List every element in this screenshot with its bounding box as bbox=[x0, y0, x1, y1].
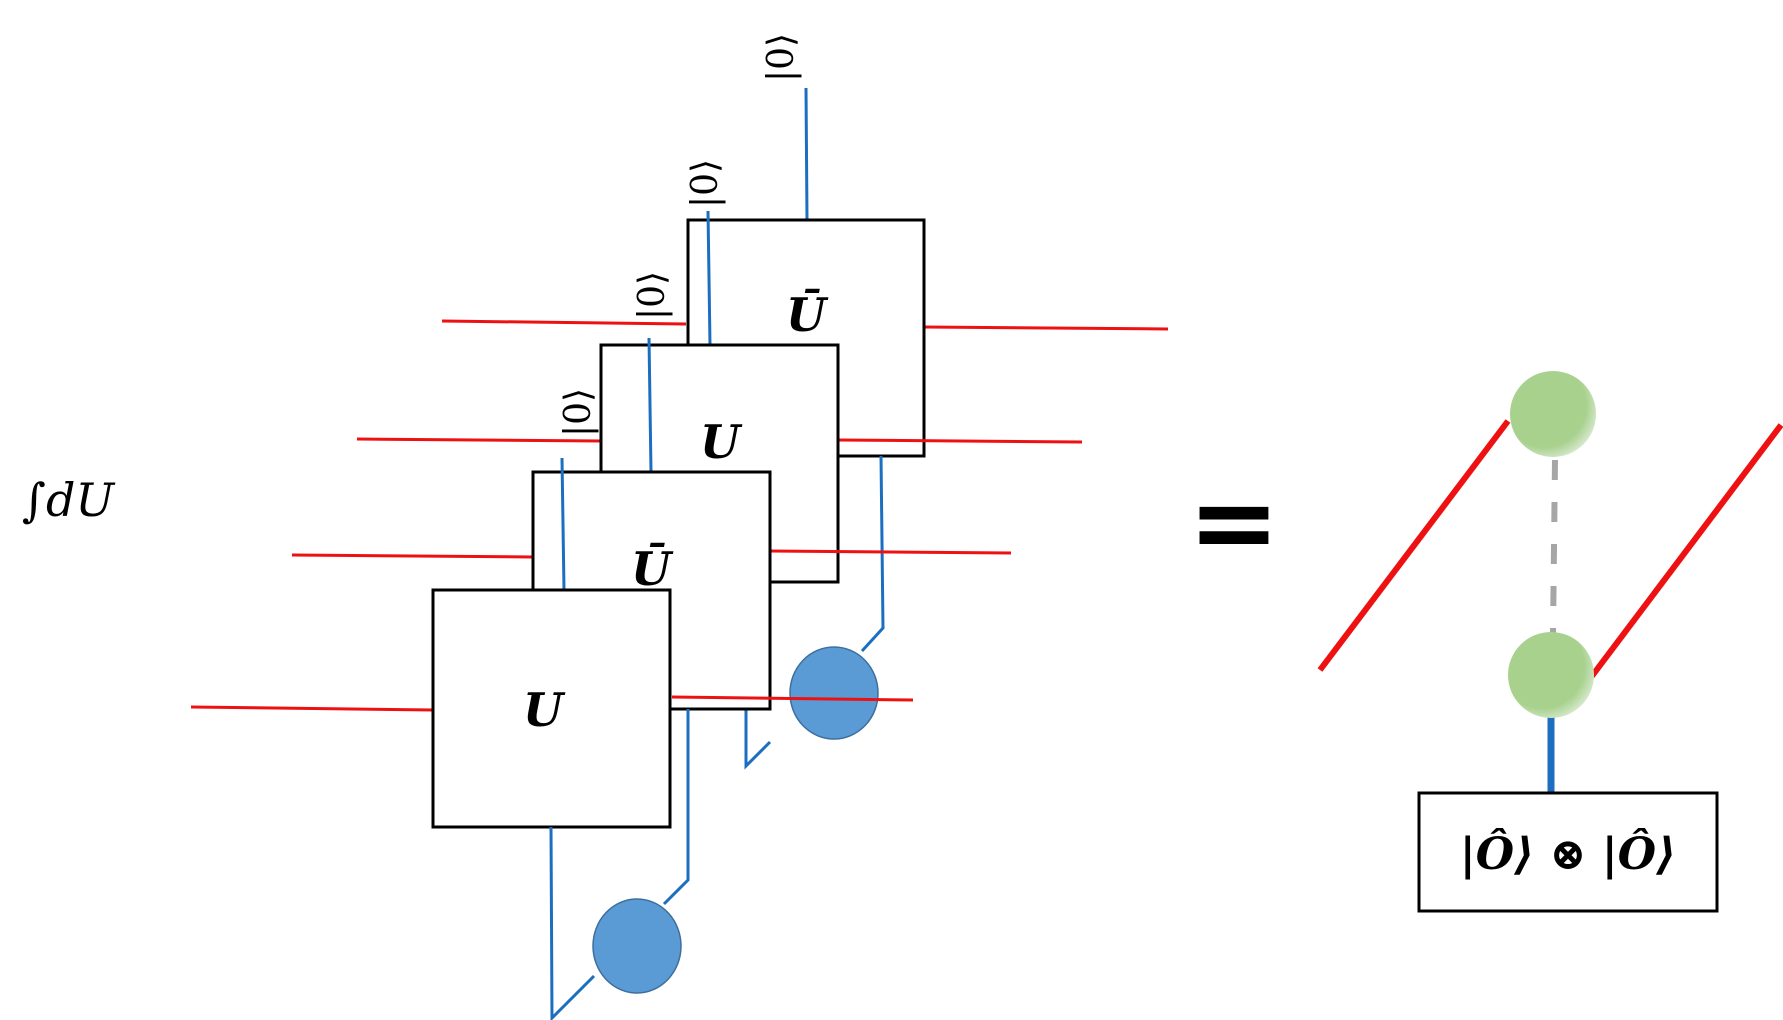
blue-wire-second-bottom bbox=[662, 709, 690, 906]
gate-box-front: U bbox=[190, 457, 672, 1020]
red-wire-third-right bbox=[837, 438, 1083, 444]
red-wire-second-right bbox=[769, 549, 1012, 555]
red-wire-third-left bbox=[356, 437, 602, 443]
red-wire-front-left bbox=[190, 705, 434, 712]
gate-third-label: U bbox=[700, 415, 743, 469]
green-node-top bbox=[1510, 371, 1596, 457]
gate-back-label: Ū bbox=[786, 288, 829, 342]
blue-wire-front-top bbox=[560, 457, 566, 591]
equals-sign: = bbox=[1188, 458, 1280, 586]
red-diagonal-left bbox=[1317, 419, 1511, 672]
result-box bbox=[1417, 791, 1719, 913]
ket-label-4: |0⟩ bbox=[558, 388, 599, 437]
gate-front-label: U bbox=[523, 683, 566, 737]
result-label: |Ô⟩ ⊗ |Ô⟩ bbox=[1460, 827, 1676, 880]
red-wire-second-left bbox=[291, 553, 534, 559]
blue-wire-back-bottom bbox=[860, 455, 885, 653]
dashed-connector bbox=[1550, 459, 1558, 635]
ket-label-3: |0⟩ bbox=[632, 271, 673, 320]
ket-label-2: |0⟩ bbox=[685, 159, 726, 208]
red-wire-back-left bbox=[441, 319, 687, 326]
gate-second-label: Ū bbox=[631, 542, 674, 596]
green-node-bottom bbox=[1508, 632, 1594, 718]
gate-front-rect bbox=[431, 588, 672, 829]
blue-wire-second-top bbox=[647, 337, 653, 473]
red-wire-back-right bbox=[923, 325, 1169, 331]
ket-label-1: |0⟩ bbox=[761, 33, 802, 82]
blue-wire-back-top bbox=[804, 87, 809, 221]
blue-wire-front-bottom bbox=[549, 826, 596, 1020]
integral-label: ∫dU bbox=[22, 473, 116, 527]
blue-ellipse-upper bbox=[789, 646, 879, 740]
blue-ellipse-lower bbox=[592, 898, 682, 994]
red-diagonal-right bbox=[1589, 423, 1783, 678]
blue-wire-third-top bbox=[706, 210, 712, 346]
red-wire-front-right bbox=[671, 695, 914, 702]
